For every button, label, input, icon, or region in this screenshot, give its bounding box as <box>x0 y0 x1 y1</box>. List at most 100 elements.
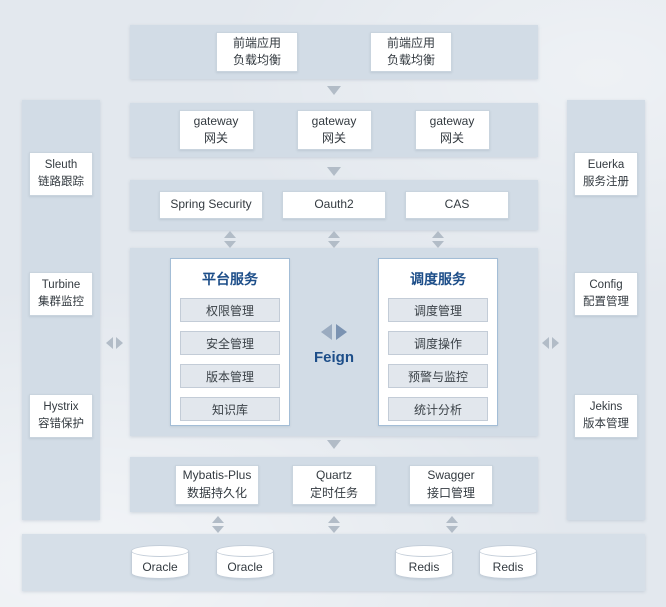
schedule-services-panel: 调度服务 调度管理 调度操作 预警与监控 统计分析 <box>378 258 498 426</box>
down-triangle-icon <box>328 526 340 533</box>
frontend-lb-box: 前端应用 负载均衡 <box>370 32 452 72</box>
right-triangle-icon <box>552 337 559 349</box>
right-arrow-icon <box>336 324 347 340</box>
up-triangle-icon <box>446 516 458 523</box>
up-down-arrow-icon <box>446 516 458 533</box>
platform-services-panel: 平台服务 权限管理 安全管理 版本管理 知识库 <box>170 258 290 426</box>
up-triangle-icon <box>328 516 340 523</box>
frontend-lb-box: 前端应用 负载均衡 <box>216 32 298 72</box>
gateway-box: gateway 网关 <box>296 110 372 150</box>
left-triangle-icon <box>106 337 113 349</box>
up-down-arrow-icon <box>432 231 444 248</box>
frontend-lb-label: 前端应用 <box>386 35 435 50</box>
down-triangle-icon <box>432 241 444 248</box>
schedule-item: 调度管理 <box>388 298 488 322</box>
sleuth-box: Sleuth 链路跟踪 <box>29 152 93 196</box>
quartz-sublabel: 定时任务 <box>309 485 358 500</box>
gateway-box: gateway 网关 <box>178 110 254 150</box>
platform-services-title: 平台服务 <box>202 271 258 287</box>
down-triangle-icon <box>446 526 458 533</box>
up-triangle-icon <box>432 231 444 238</box>
database-cylinder-icon: Redis <box>479 545 537 579</box>
right-triangle-icon <box>116 337 123 349</box>
cas-box: CAS <box>405 191 509 219</box>
frontend-lb-sublabel: 负载均衡 <box>386 53 435 67</box>
hystrix-box: Hystrix 容错保护 <box>29 394 93 438</box>
cylinder-top <box>479 545 537 557</box>
gateway-sublabel: 网关 <box>439 131 464 145</box>
left-triangle-icon <box>542 337 549 349</box>
security-band: Spring Security Oauth2 CAS <box>130 180 538 230</box>
cylinder-top <box>395 545 453 557</box>
left-sidebar: Sleuth 链路跟踪 Turbine 集群监控 Hystrix 容错保护 <box>22 100 100 520</box>
hystrix-sublabel: 容错保护 <box>38 418 84 430</box>
up-triangle-icon <box>328 231 340 238</box>
gateway-label: gateway <box>311 113 357 128</box>
gateway-band: gateway 网关 gateway 网关 gateway 网关 <box>130 103 538 157</box>
platform-item: 版本管理 <box>180 364 280 388</box>
mybatis-sublabel: 数据持久化 <box>186 485 247 500</box>
quartz-label: Quartz <box>315 468 352 483</box>
frontend-lb-sublabel: 负载均衡 <box>232 53 281 67</box>
up-triangle-icon <box>212 516 224 523</box>
frontend-band: 前端应用 负载均衡 前端应用 负载均衡 <box>130 25 538 79</box>
up-down-arrow-icon <box>212 516 224 533</box>
database-band: Oracle Oracle Redis Redis <box>22 534 645 591</box>
jenkins-sublabel: 版本管理 <box>583 418 629 430</box>
mybatis-box: Mybatis-Plus 数据持久化 <box>175 464 259 505</box>
services-band: 平台服务 权限管理 安全管理 版本管理 知识库 Feign 调度服务 调度管理 … <box>130 248 538 436</box>
schedule-item: 预警与监控 <box>388 364 488 388</box>
oauth2-box: Oauth2 <box>282 191 386 219</box>
gateway-box: gateway 网关 <box>414 110 490 150</box>
up-down-arrow-icon <box>328 231 340 248</box>
eureka-sublabel: 服务注册 <box>583 176 629 188</box>
down-arrow-icon <box>327 440 341 449</box>
database-cylinder-icon: Oracle <box>216 545 274 579</box>
up-down-arrow-icon <box>224 231 236 248</box>
config-sublabel: 配置管理 <box>583 296 629 308</box>
eureka-box: Euerka 服务注册 <box>574 152 638 196</box>
right-sidebar: Euerka 服务注册 Config 配置管理 Jekins 版本管理 <box>567 100 645 520</box>
platform-item: 知识库 <box>180 397 280 421</box>
config-box: Config 配置管理 <box>574 272 638 316</box>
schedule-services-title: 调度服务 <box>410 271 466 287</box>
jenkins-label: Jekins <box>589 401 623 414</box>
down-triangle-icon <box>212 526 224 533</box>
schedule-item: 统计分析 <box>388 397 488 421</box>
down-triangle-icon <box>224 241 236 248</box>
jenkins-box: Jekins 版本管理 <box>574 394 638 438</box>
swagger-sublabel: 接口管理 <box>426 485 475 500</box>
feign-label: Feign <box>314 349 354 366</box>
turbine-label: Turbine <box>41 279 81 292</box>
swagger-box: Swagger 接口管理 <box>409 464 493 505</box>
frontend-lb-label: 前端应用 <box>232 35 281 50</box>
database-cylinder-icon: Oracle <box>131 545 189 579</box>
up-down-arrow-icon <box>328 516 340 533</box>
database-cylinder-icon: Redis <box>395 545 453 579</box>
cylinder-top <box>216 545 274 557</box>
gateway-sublabel: 网关 <box>203 131 228 145</box>
down-arrow-icon <box>327 167 341 176</box>
feign-arrows-icon <box>321 324 347 340</box>
hystrix-label: Hystrix <box>43 401 79 414</box>
mybatis-label: Mybatis-Plus <box>182 468 252 483</box>
swagger-label: Swagger <box>427 468 475 483</box>
gateway-label: gateway <box>193 113 239 128</box>
middleware-band: Mybatis-Plus 数据持久化 Quartz 定时任务 Swagger 接… <box>130 457 538 512</box>
down-arrow-icon <box>327 86 341 95</box>
cylinder-top <box>131 545 189 557</box>
up-triangle-icon <box>224 231 236 238</box>
gateway-label: gateway <box>429 113 475 128</box>
gateway-sublabel: 网关 <box>321 131 346 145</box>
eureka-label: Euerka <box>587 159 625 172</box>
quartz-box: Quartz 定时任务 <box>292 464 376 505</box>
schedule-item: 调度操作 <box>388 331 488 355</box>
sleuth-sublabel: 链路跟踪 <box>38 176 84 188</box>
sleuth-label: Sleuth <box>44 159 78 172</box>
platform-item: 安全管理 <box>180 331 280 355</box>
left-arrow-icon <box>321 324 332 340</box>
feign-connector: Feign <box>314 324 354 366</box>
spring-security-box: Spring Security <box>159 191 263 219</box>
down-triangle-icon <box>328 241 340 248</box>
